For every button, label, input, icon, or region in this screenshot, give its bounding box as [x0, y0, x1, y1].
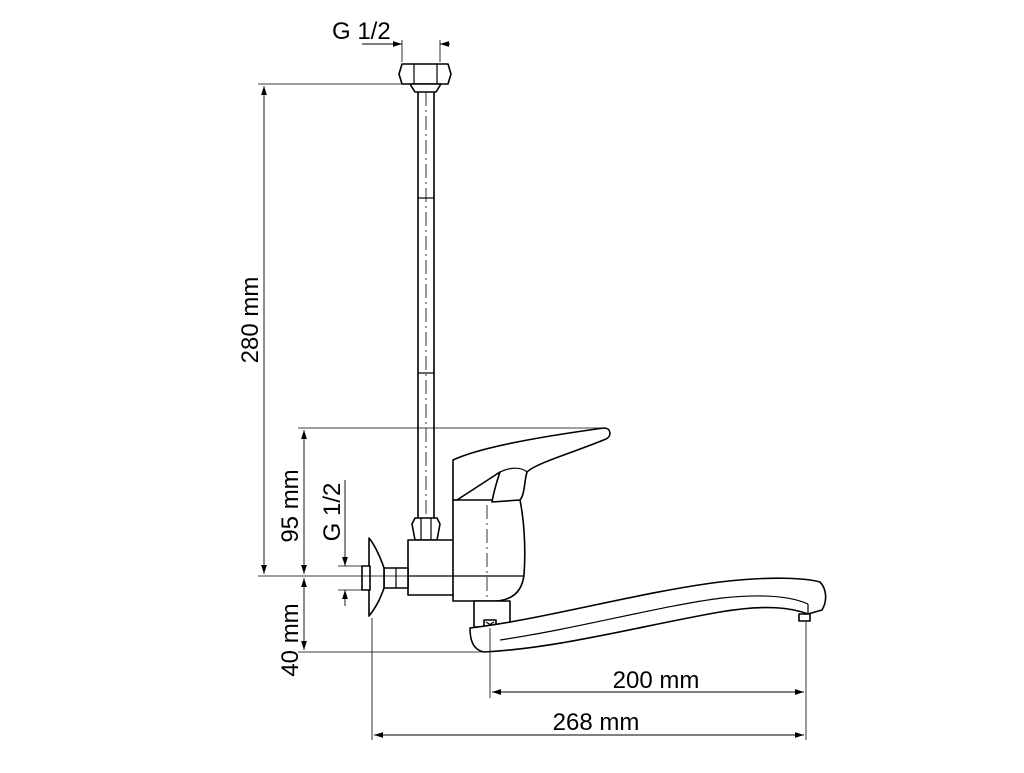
top-connection-nut [398, 63, 452, 93]
swivel-spout [469, 577, 827, 653]
spout-reach-dimension: 200 mm [489, 622, 807, 740]
supply-length-label: 280 mm [237, 277, 264, 364]
lever-handle [452, 427, 611, 503]
top-thread-dimension: G 1/2 [332, 18, 450, 62]
mixer-body [383, 499, 526, 602]
mixer-height-dimension: 95 mm [277, 427, 604, 574]
top-thread-label: G 1/2 [332, 18, 391, 45]
side-thread-dimension: G 1/2 [319, 480, 362, 606]
side-thread-label: G 1/2 [319, 483, 346, 542]
wall-flange [361, 537, 385, 617]
mixer-height-label: 95 mm [277, 469, 304, 542]
spout-reach-label: 200 mm [613, 667, 700, 694]
overall-length-label: 268 mm [553, 709, 640, 736]
aerator [798, 613, 811, 622]
spout-height-dimension: 40 mm [277, 578, 484, 677]
supply-hose [417, 87, 435, 523]
bottom-hose-nut [411, 517, 441, 541]
spout-height-label: 40 mm [277, 603, 304, 676]
overall-length-dimension: 268 mm [371, 618, 804, 740]
supply-length-dimension: 280 mm [237, 83, 408, 577]
